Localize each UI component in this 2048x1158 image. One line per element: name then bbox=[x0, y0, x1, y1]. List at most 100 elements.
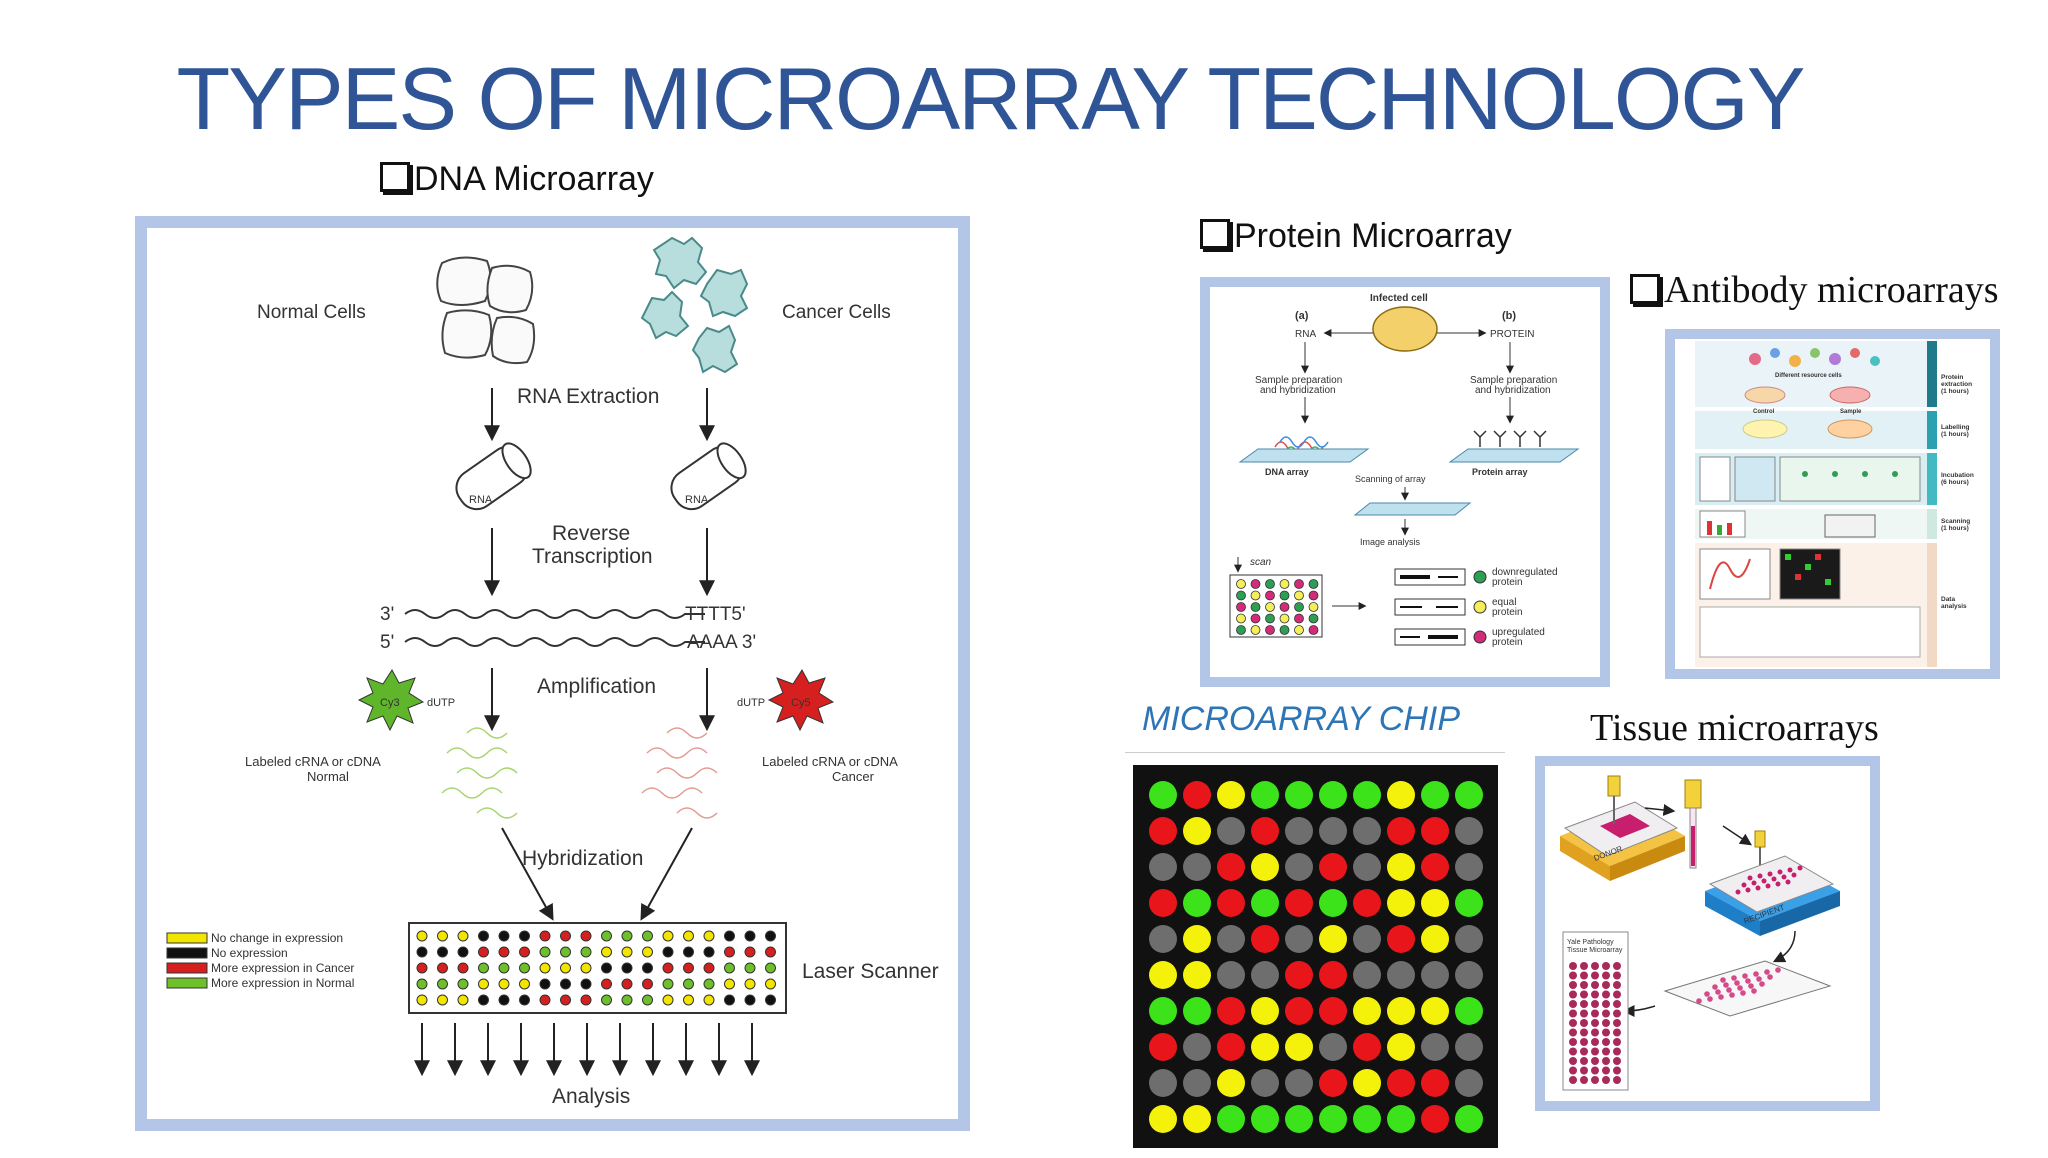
card-core bbox=[1569, 1009, 1577, 1018]
step-3-label-2: (6 hours) bbox=[1941, 479, 1969, 486]
slide-core bbox=[1718, 994, 1724, 1000]
rna-tube-right-label: RNA bbox=[685, 494, 709, 506]
slide-core bbox=[1707, 996, 1713, 1002]
protein-grid-spot bbox=[1250, 613, 1261, 624]
card-core bbox=[1580, 1028, 1588, 1037]
card-core bbox=[1613, 962, 1621, 970]
scanner-spot bbox=[642, 994, 653, 1006]
analysis-label: Analysis bbox=[552, 1085, 630, 1108]
scanner-spot bbox=[498, 930, 510, 942]
slide-core bbox=[1696, 998, 1702, 1004]
different-cells-label: Different resource cells bbox=[1775, 373, 1842, 379]
dna-microarray-heading: DNA Microarray bbox=[380, 160, 654, 199]
chip-spot bbox=[1217, 1033, 1245, 1061]
dna-microarray-heading-text: DNA Microarray bbox=[414, 160, 654, 198]
up-label-2: protein bbox=[1492, 637, 1523, 648]
scanner-spot bbox=[621, 946, 633, 958]
scanner-spot bbox=[519, 930, 530, 942]
chip-spot bbox=[1353, 853, 1381, 881]
scanner-spot bbox=[539, 994, 551, 1006]
chip-spot bbox=[1421, 997, 1449, 1025]
chip-spot bbox=[1353, 817, 1381, 845]
scanner-spot bbox=[560, 962, 571, 974]
card-core bbox=[1602, 981, 1610, 989]
chip-spot bbox=[1455, 997, 1483, 1025]
antibody-microarrays-heading-text: Antibody microarrays bbox=[1664, 269, 1999, 311]
scanner-spot bbox=[662, 994, 674, 1006]
scanner-spot bbox=[416, 994, 428, 1006]
scanner-spot bbox=[642, 962, 653, 974]
image-analysis-label: Image analysis bbox=[1360, 537, 1421, 547]
scanner-spot bbox=[498, 962, 510, 974]
rna-tube-left-label: RNA bbox=[469, 494, 493, 506]
scanner-spot bbox=[744, 994, 756, 1006]
protein-grid-spot bbox=[1265, 590, 1275, 601]
card-core bbox=[1602, 1076, 1610, 1084]
card-core bbox=[1591, 1038, 1599, 1046]
chip-spot bbox=[1183, 1069, 1211, 1097]
protein-microarray-figure: Infected cell (a) (b) RNA PROTEIN Sample… bbox=[1200, 277, 1610, 687]
chip-spot bbox=[1455, 925, 1483, 953]
legend-label-more-normal: More expression in Normal bbox=[211, 976, 354, 990]
card-core bbox=[1580, 1009, 1588, 1018]
protein-label: PROTEIN bbox=[1490, 329, 1534, 340]
legend-label-more-cancer: More expression in Cancer bbox=[211, 961, 354, 975]
scanner-spot bbox=[498, 946, 510, 958]
scanner-spot bbox=[744, 930, 756, 942]
chip-spot bbox=[1353, 961, 1381, 989]
chip-spot bbox=[1285, 817, 1313, 845]
scanner-spot bbox=[642, 946, 653, 958]
chip-spot bbox=[1353, 997, 1381, 1025]
step-2-label-1: Labelling bbox=[1941, 424, 1970, 431]
slide-core bbox=[1756, 976, 1762, 982]
dna-microarray-diagram: Normal Cells Cancer Cells RNA Extraction… bbox=[166, 236, 939, 1108]
slide-core bbox=[1715, 989, 1721, 995]
card-core bbox=[1569, 1057, 1577, 1065]
scanner-spot bbox=[621, 978, 633, 990]
recipient-core bbox=[1755, 885, 1761, 891]
chip-spot bbox=[1149, 961, 1177, 989]
aaaa-label: AAAA 3' bbox=[687, 632, 756, 653]
chip-spot bbox=[1319, 817, 1347, 845]
chip-spot bbox=[1217, 781, 1245, 809]
core-needle-2-icon bbox=[1684, 779, 1702, 869]
reverse-transcription-label-1: Reverse bbox=[552, 522, 630, 545]
chip-spot bbox=[1387, 889, 1415, 917]
scanner-spot bbox=[539, 978, 551, 990]
card-core bbox=[1569, 1066, 1577, 1075]
chip-spot bbox=[1319, 781, 1347, 809]
protein-microarray-diagram: Infected cell (a) (b) RNA PROTEIN Sample… bbox=[1229, 293, 1580, 648]
slide-core bbox=[1704, 991, 1710, 997]
chip-spot bbox=[1455, 889, 1483, 917]
card-core bbox=[1569, 990, 1577, 999]
protein-grid-spot bbox=[1294, 613, 1304, 624]
recipient-core bbox=[1745, 887, 1751, 893]
scanner-spot bbox=[724, 978, 735, 990]
protein-grid-spot bbox=[1265, 613, 1275, 624]
scanner-spot bbox=[621, 930, 633, 942]
card-core bbox=[1613, 1019, 1621, 1027]
rna-tube-right-icon bbox=[670, 442, 747, 511]
chip-spot bbox=[1285, 1033, 1313, 1061]
card-core bbox=[1602, 990, 1610, 999]
chip-spot bbox=[1183, 961, 1211, 989]
card-core bbox=[1613, 1057, 1621, 1065]
scanner-spot bbox=[560, 978, 571, 990]
protein-grid-spot bbox=[1308, 590, 1319, 601]
recipient-core bbox=[1767, 871, 1773, 877]
chip-spot bbox=[1251, 853, 1279, 881]
equal-label-2: protein bbox=[1492, 607, 1523, 618]
chip-spot bbox=[1387, 1105, 1415, 1133]
recipient-core bbox=[1735, 889, 1741, 895]
scanner-spot bbox=[519, 962, 530, 974]
chip-spot bbox=[1251, 889, 1279, 917]
cy5-burst-icon bbox=[767, 669, 835, 732]
scanner-spot bbox=[478, 962, 489, 974]
chip-spot bbox=[1353, 925, 1381, 953]
antibody-microarrays-heading: Antibody microarrays bbox=[1630, 268, 1999, 312]
chip-spot bbox=[1455, 1069, 1483, 1097]
card-core bbox=[1602, 1047, 1610, 1056]
protein-grid-spot bbox=[1236, 590, 1246, 601]
chip-spot bbox=[1149, 1069, 1177, 1097]
protein-grid-spot bbox=[1279, 625, 1290, 635]
